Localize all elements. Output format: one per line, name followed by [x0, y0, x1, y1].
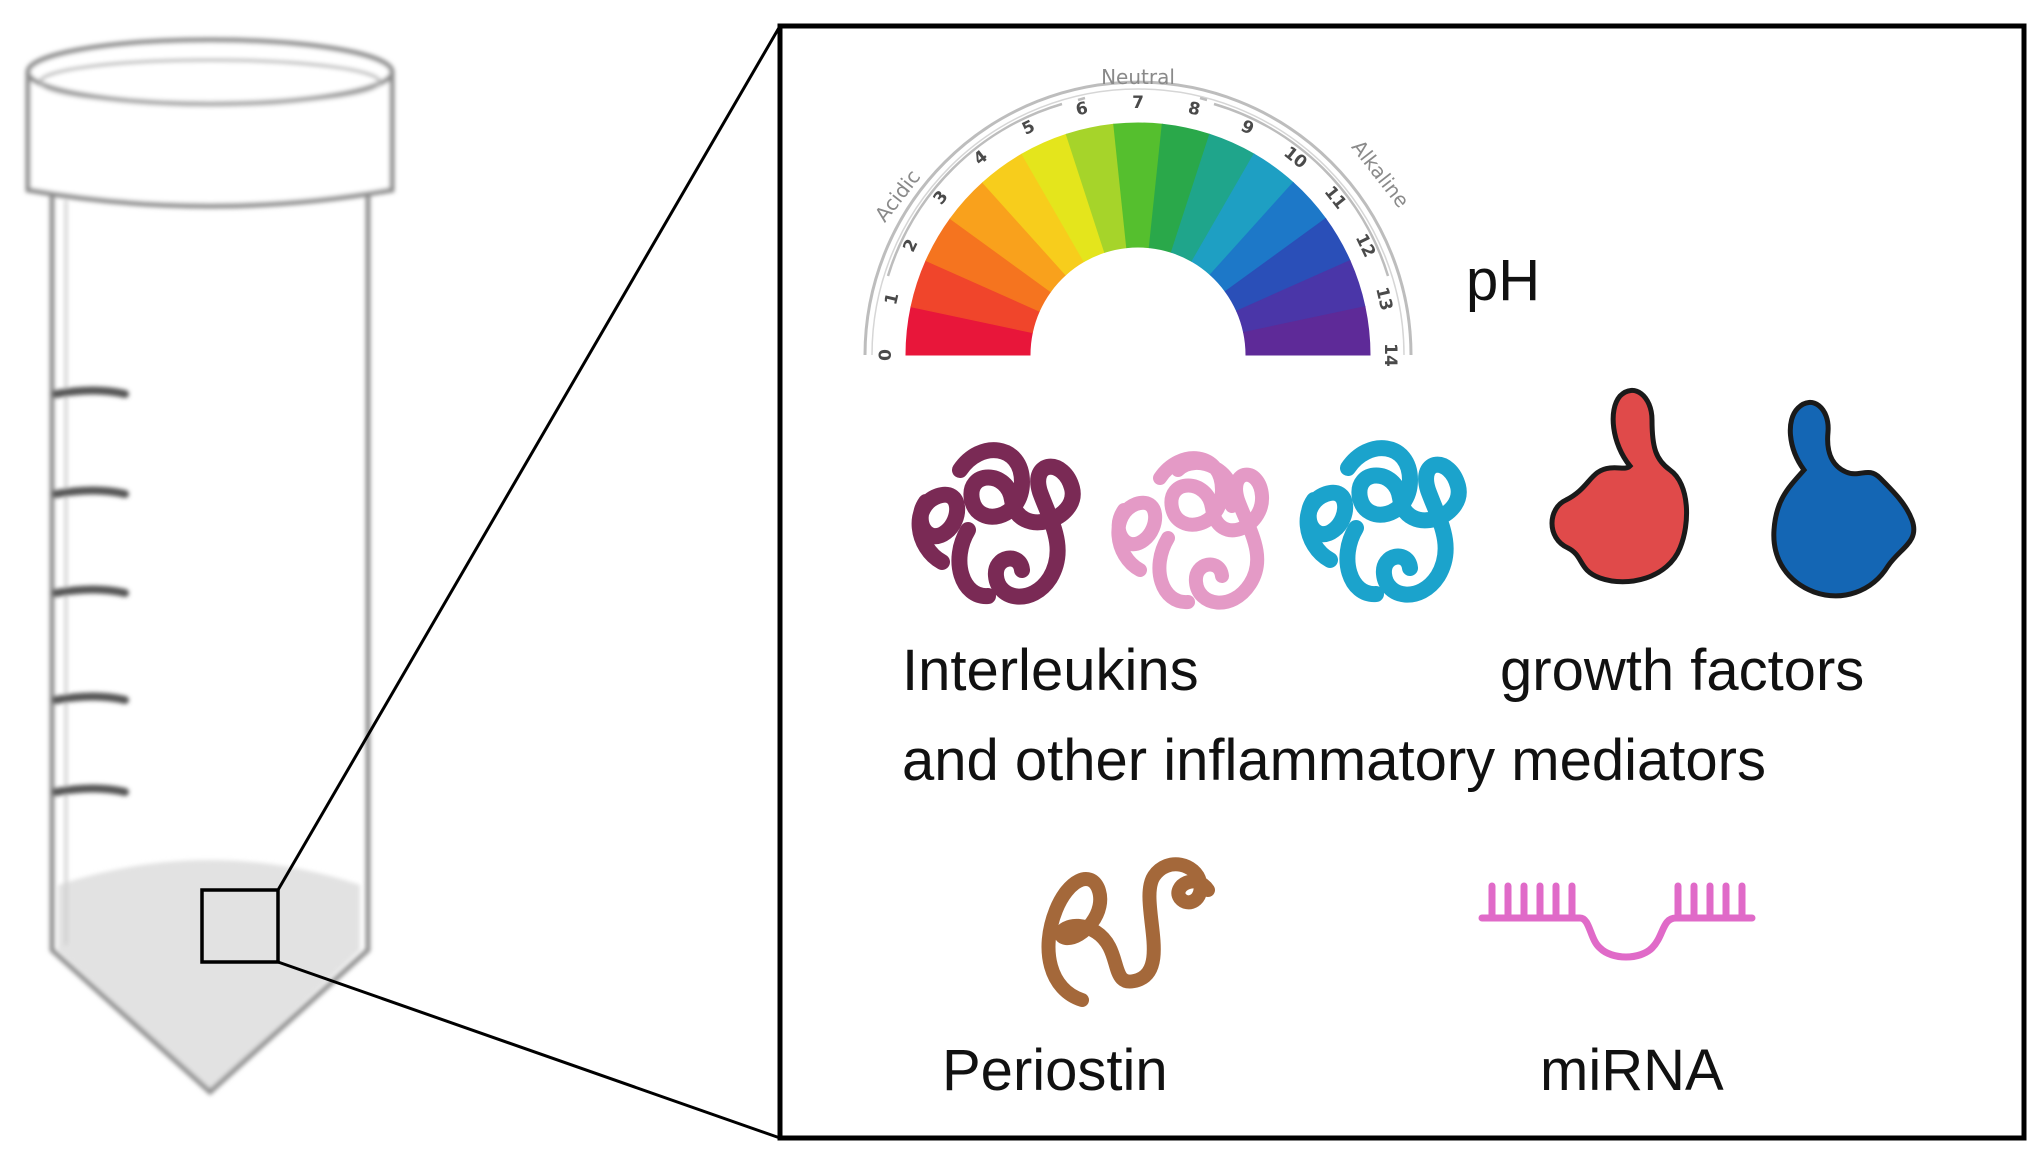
growth-factor-red-icon: [1549, 388, 1690, 585]
inflammatory-mediators-label: and other inflammatory mediators: [902, 728, 1766, 793]
ph-number-8: 8: [1186, 98, 1202, 120]
zoom-line-top: [276, 25, 782, 891]
tube-body: [49, 190, 371, 1096]
ph-number-7: 7: [1132, 93, 1144, 113]
ph-neutral-bracket: [1077, 96, 1208, 102]
mirna-icon: [1478, 882, 1756, 961]
growth-factors-label: growth factors: [1500, 638, 1864, 703]
ph-number-6: 6: [1074, 98, 1090, 120]
ph-number-1: 1: [881, 291, 903, 307]
tube-cap: [25, 37, 395, 209]
interleukin-pink-icon: [1111, 451, 1269, 610]
ph-acidic-bracket: [886, 102, 1063, 277]
interleukin-blue-icon: [1299, 440, 1467, 603]
ph-alkaline-bracket: [1213, 102, 1390, 277]
zoom-line-bottom: [277, 960, 781, 1140]
ph-wedge-14: [1243, 306, 1371, 356]
ph-neutral-label: Neutral: [1101, 65, 1175, 89]
interleukin-dark-icon: [911, 442, 1081, 605]
ph-color-wedges: [905, 122, 1371, 356]
ph-label: pH: [1466, 248, 1540, 313]
growth-factor-blue-icon: [1771, 400, 1917, 599]
periostin-label: Periostin: [942, 1038, 1168, 1103]
periostin-icon: [1041, 857, 1215, 1007]
tube-graduations: [52, 386, 129, 796]
tube-sample-liquid: [58, 860, 360, 1090]
ph-number-14: 14: [1380, 343, 1400, 367]
centrifuge-tube: [25, 37, 395, 1096]
mirna-label: miRNA: [1540, 1038, 1724, 1103]
ph-number-0: 0: [876, 349, 896, 361]
ph-scale-ring: [863, 80, 1413, 356]
zoom-region-marker: [200, 888, 280, 964]
interleukins-label: Interleukins: [902, 638, 1199, 703]
